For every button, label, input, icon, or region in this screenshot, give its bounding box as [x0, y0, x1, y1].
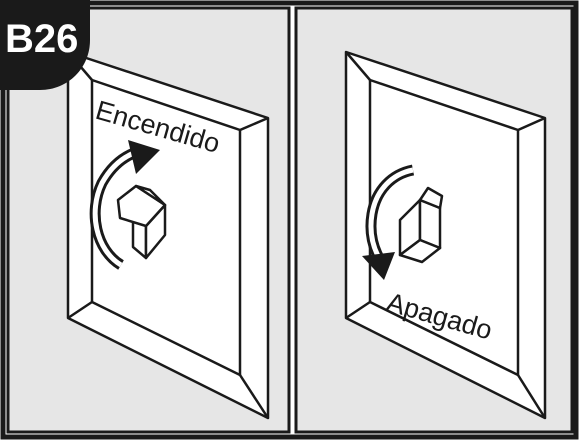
- rotation-arrow-down-icon: [362, 164, 415, 280]
- switch-plate-off: [344, 50, 547, 420]
- toggle-lever-off-icon: [398, 186, 444, 264]
- rotation-arrow-up-icon: [89, 140, 160, 270]
- figure-badge: B26: [0, 0, 90, 90]
- toggle-lever-on-icon: [116, 184, 167, 260]
- badge-label: B26: [5, 17, 78, 61]
